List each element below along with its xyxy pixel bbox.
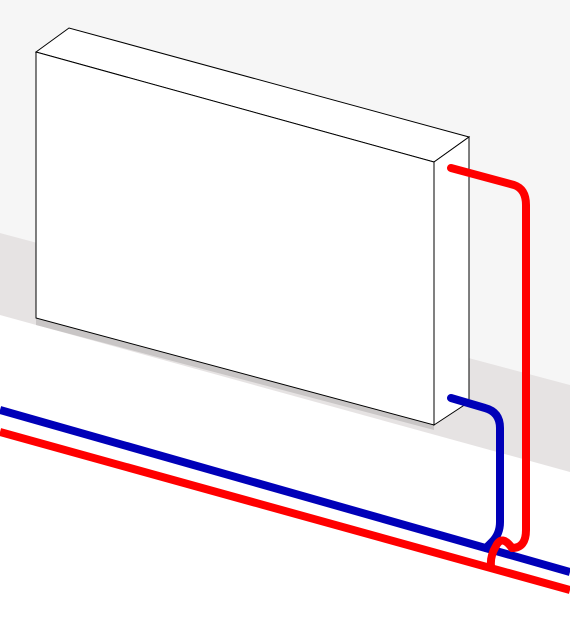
- radiator-front-face: [35, 51, 435, 426]
- return-pipe-riser: [447, 394, 504, 552]
- return-pipe-floor: [0, 406, 570, 576]
- radiator-shadow: [36, 318, 434, 430]
- radiator-side-face: [433, 136, 470, 426]
- supply-pipe-floor: [0, 428, 570, 594]
- supply-pipe-riser: [447, 164, 530, 570]
